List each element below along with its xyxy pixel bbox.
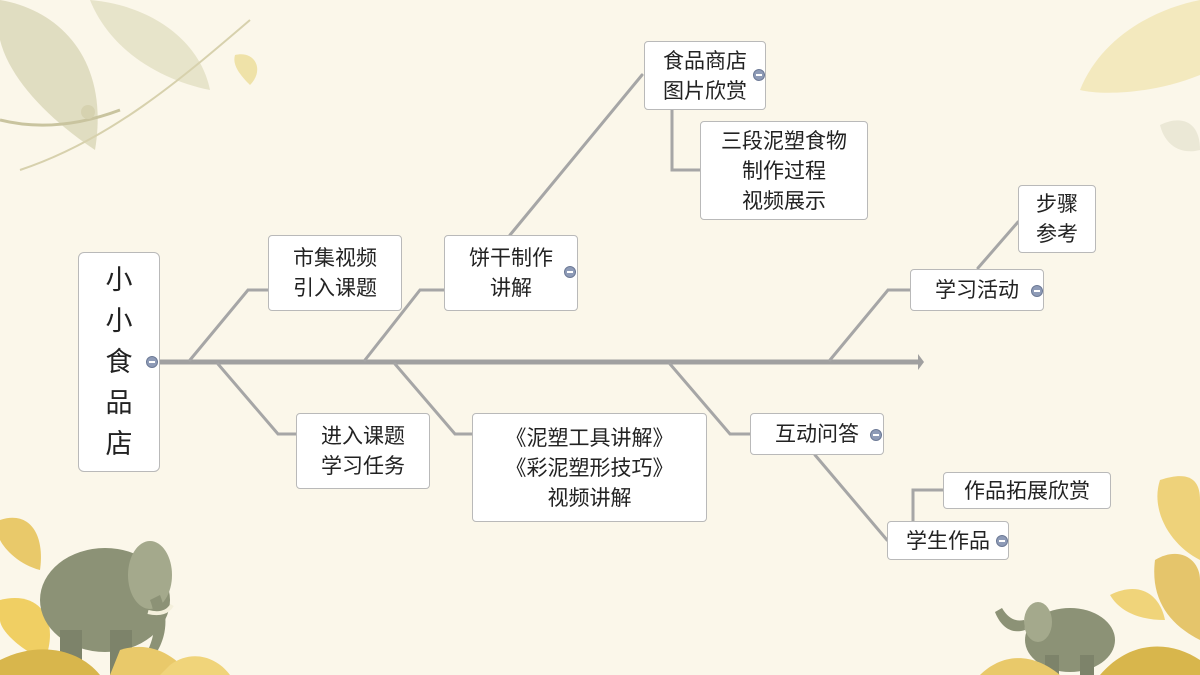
node-student-work[interactable]: 学生作品 xyxy=(887,521,1009,560)
node-learning-activity[interactable]: 学习活动 xyxy=(910,269,1044,311)
bottom-left-elephant xyxy=(0,517,230,675)
top-right-leaf xyxy=(1080,0,1200,93)
connector-enter-topic xyxy=(216,362,298,436)
node-steps[interactable]: 步骤 参考 xyxy=(1018,185,1096,253)
node-qa[interactable]: 互动问答 xyxy=(750,413,884,455)
node-clay-video[interactable]: 三段泥塑食物 制作过程 视频展示 xyxy=(700,121,868,220)
node-work-extension[interactable]: 作品拓展欣赏 xyxy=(943,472,1111,509)
connector-clay-video xyxy=(670,108,702,172)
node-shop-pictures[interactable]: 食品商店 图片欣赏 xyxy=(644,41,766,110)
collapse-icon[interactable] xyxy=(753,69,765,81)
connector-steps xyxy=(976,220,1020,270)
collapse-icon[interactable] xyxy=(1031,285,1043,297)
connector-student-work xyxy=(813,453,889,542)
collapse-icon[interactable] xyxy=(870,429,882,441)
connector-work-extension xyxy=(911,488,945,523)
connector-learning-activity xyxy=(828,288,912,362)
collapse-icon[interactable] xyxy=(996,535,1008,547)
connector-qa xyxy=(668,362,752,436)
node-enter-topic[interactable]: 进入课题 学习任务 xyxy=(296,413,430,489)
connector-market-video xyxy=(188,288,270,362)
collapse-icon[interactable] xyxy=(146,356,158,368)
connector-cookie xyxy=(363,288,446,362)
node-cookie-explain[interactable]: 饼干制作 讲解 xyxy=(444,235,578,311)
spine-arrow-head xyxy=(918,354,924,370)
connector-clay-tools xyxy=(393,362,474,436)
collapse-icon[interactable] xyxy=(564,266,576,278)
bottom-right-elephant xyxy=(980,476,1200,675)
connector-shop-pictures xyxy=(508,73,644,237)
node-clay-tools[interactable]: 《泥塑工具讲解》 《彩泥塑形技巧》 视频讲解 xyxy=(472,413,707,522)
right-small-leaf xyxy=(1160,120,1200,152)
top-left-leaves xyxy=(0,0,258,171)
node-market-video[interactable]: 市集视频 引入课题 xyxy=(268,235,402,311)
